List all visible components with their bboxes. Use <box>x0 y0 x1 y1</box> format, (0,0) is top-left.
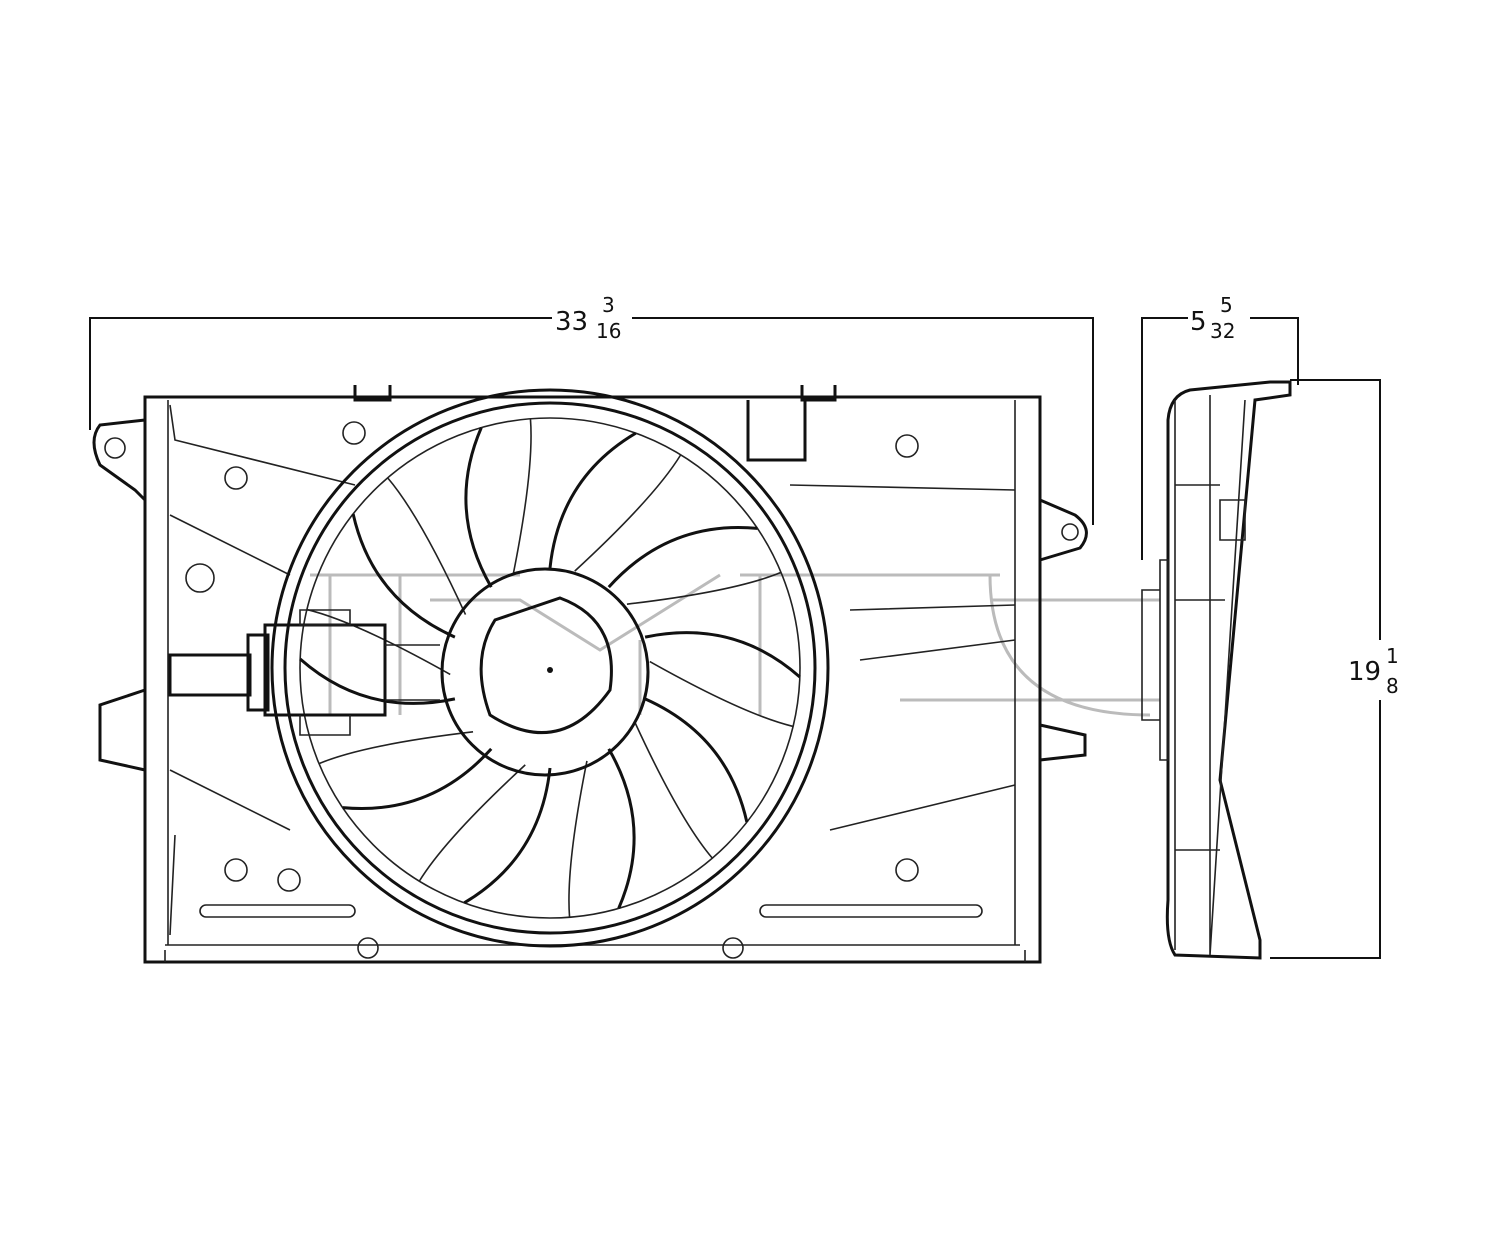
fan-blade-edge <box>418 764 526 882</box>
fan-hub <box>440 567 650 777</box>
fan-blade-edge <box>306 608 451 676</box>
fan-blade <box>644 697 749 823</box>
depth-dimension: 5 5 32 <box>1141 293 1299 560</box>
fan-blade-edge <box>568 760 588 918</box>
fan-blade <box>607 526 758 589</box>
fan-blade-edge <box>626 571 782 605</box>
svg-text:1: 1 <box>1386 644 1399 668</box>
fan-blade-edge <box>574 454 682 572</box>
fan-ring <box>270 388 830 948</box>
fan-blade <box>351 513 456 639</box>
fan-blade <box>548 431 637 569</box>
height-dimension: 19 1 8 <box>1270 379 1405 959</box>
svg-text:3: 3 <box>602 293 615 317</box>
fan-blade <box>644 631 801 679</box>
front-view-shroud <box>92 385 1088 964</box>
fan-blade <box>342 747 493 810</box>
svg-text:33: 33 <box>555 307 588 337</box>
control-module <box>168 609 440 736</box>
fan-blade-edge <box>633 721 713 859</box>
fan-blade-edge <box>512 418 532 576</box>
side-view <box>1141 380 1292 960</box>
width-dimension: 33 3 16 <box>89 293 1094 525</box>
fan-blade-edge <box>649 660 794 728</box>
svg-text:8: 8 <box>1386 674 1399 698</box>
fan-blades <box>299 418 801 918</box>
svg-text:19: 19 <box>1348 657 1381 687</box>
svg-text:5: 5 <box>1220 293 1233 317</box>
svg-text:16: 16 <box>596 319 621 343</box>
fan-blade <box>463 767 552 905</box>
svg-text:5: 5 <box>1190 307 1207 337</box>
fan-blade <box>464 427 493 588</box>
fan-blade <box>607 748 636 909</box>
fan-blade-edge <box>387 477 467 615</box>
svg-text:32: 32 <box>1210 319 1235 343</box>
fan-blade-edge <box>318 731 474 765</box>
fan-blade <box>299 657 456 705</box>
